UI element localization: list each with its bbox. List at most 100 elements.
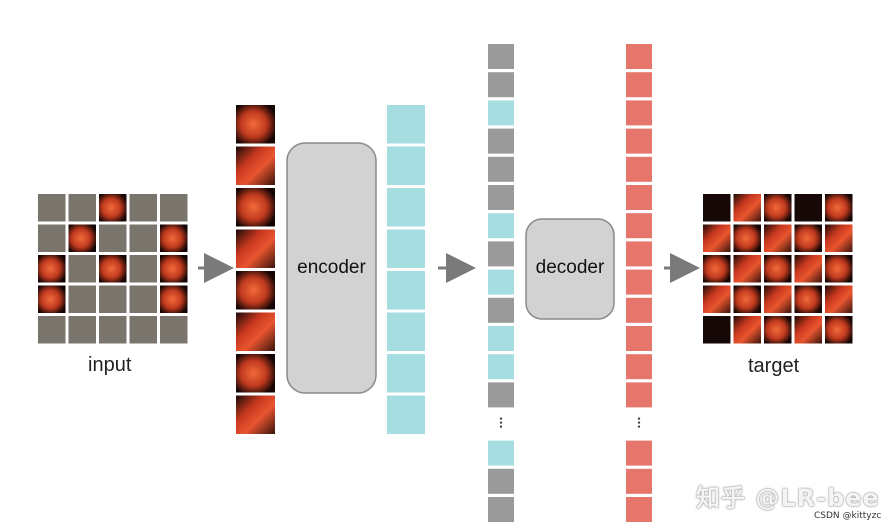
visible-patch-tile xyxy=(236,229,275,268)
reconstructed-token xyxy=(626,468,652,494)
target-patch xyxy=(825,285,853,313)
encoded-token xyxy=(488,354,514,380)
masked-patch xyxy=(99,285,127,313)
encoded-token xyxy=(387,229,425,268)
target-label: target xyxy=(748,355,800,377)
masked-patch xyxy=(99,224,127,252)
masked-patch xyxy=(160,194,188,222)
input-image-grid xyxy=(38,194,188,344)
reconstructed-token xyxy=(626,326,652,351)
visible-patch xyxy=(160,224,188,252)
visible-patches-column xyxy=(236,105,275,434)
masked-patch xyxy=(129,224,157,252)
watermark-csdn: CSDN @kittyzc xyxy=(814,511,882,521)
encoded-tokens-column xyxy=(387,105,425,434)
encoded-token xyxy=(387,312,425,351)
visible-patch-tile xyxy=(236,312,275,351)
encoded-token xyxy=(488,440,514,466)
masked-patch xyxy=(68,316,96,344)
masked-patch xyxy=(38,316,66,344)
target-patch xyxy=(703,285,731,313)
target-patch xyxy=(733,224,761,252)
reconstructed-token xyxy=(626,354,652,380)
input-label: input xyxy=(88,354,132,376)
visible-patch-tile xyxy=(236,105,275,144)
target-patch xyxy=(794,255,822,283)
masked-patch xyxy=(68,285,96,313)
encoder-label: encoder xyxy=(297,257,366,278)
ellipsis-dot xyxy=(637,425,641,428)
reconstructed-token xyxy=(626,297,652,323)
visible-patch-tile xyxy=(236,146,275,185)
encoded-token xyxy=(387,395,425,434)
ellipsis-dot xyxy=(499,417,503,420)
target-patch xyxy=(764,224,792,252)
target-image-grid xyxy=(703,194,853,344)
visible-patch xyxy=(38,255,66,283)
target-patch xyxy=(794,285,822,313)
target-patch xyxy=(703,194,731,222)
masked-patch xyxy=(160,316,188,344)
target-patch xyxy=(733,194,761,222)
target-patch xyxy=(733,255,761,283)
decoder-input-sequence xyxy=(488,44,514,522)
decoder-label: decoder xyxy=(535,257,605,278)
visible-patch xyxy=(38,285,66,313)
masked-patch xyxy=(38,194,66,222)
reconstructed-token xyxy=(626,72,652,98)
target-patch xyxy=(733,316,761,344)
visible-patch xyxy=(160,285,188,313)
encoded-token xyxy=(488,213,514,239)
visible-patch-tile xyxy=(236,354,275,393)
mask-token xyxy=(488,156,514,182)
target-patch xyxy=(703,224,731,252)
mask-token xyxy=(488,72,514,98)
masked-patch xyxy=(129,194,157,222)
mask-token xyxy=(488,241,514,267)
ellipsis-dot xyxy=(499,425,503,428)
target-patch xyxy=(733,285,761,313)
mask-token xyxy=(488,468,514,494)
ellipsis-dot xyxy=(637,417,641,420)
visible-patch xyxy=(160,255,188,283)
visible-patch-tile xyxy=(236,188,275,227)
target-patch xyxy=(794,224,822,252)
mask-token xyxy=(488,128,514,154)
visible-patch-tile xyxy=(236,271,275,310)
encoder-block xyxy=(286,142,377,394)
reconstructed-token xyxy=(626,100,652,126)
reconstructed-token xyxy=(626,241,652,267)
visible-patch xyxy=(99,194,127,222)
encoded-token xyxy=(387,146,425,185)
mask-token xyxy=(488,297,514,323)
watermark-zhihu: 知乎 @LR-bee xyxy=(696,484,880,512)
target-patch xyxy=(825,224,853,252)
target-patch xyxy=(825,255,853,283)
visible-patch-tile xyxy=(236,395,275,434)
mask-token xyxy=(488,185,514,210)
reconstructed-token xyxy=(626,269,652,295)
target-patch xyxy=(764,316,792,344)
masked-patch xyxy=(129,255,157,283)
encoded-token xyxy=(488,269,514,295)
masked-patch xyxy=(68,255,96,283)
mask-token xyxy=(488,497,514,522)
reconstructed-token xyxy=(626,128,652,154)
encoded-token xyxy=(387,271,425,310)
encoded-token xyxy=(387,354,425,393)
target-patch xyxy=(825,316,853,344)
reconstructed-token xyxy=(626,382,652,408)
decoder-block xyxy=(525,218,615,320)
target-patch xyxy=(825,194,853,222)
decoder-output-sequence xyxy=(626,44,652,522)
masked-patch xyxy=(38,224,66,252)
reconstructed-token xyxy=(626,185,652,210)
masked-patch xyxy=(129,316,157,344)
target-patch xyxy=(764,194,792,222)
encoded-token xyxy=(387,105,425,144)
encoded-token xyxy=(488,100,514,126)
target-patch xyxy=(764,285,792,313)
reconstructed-token xyxy=(626,440,652,466)
reconstructed-token xyxy=(626,497,652,522)
